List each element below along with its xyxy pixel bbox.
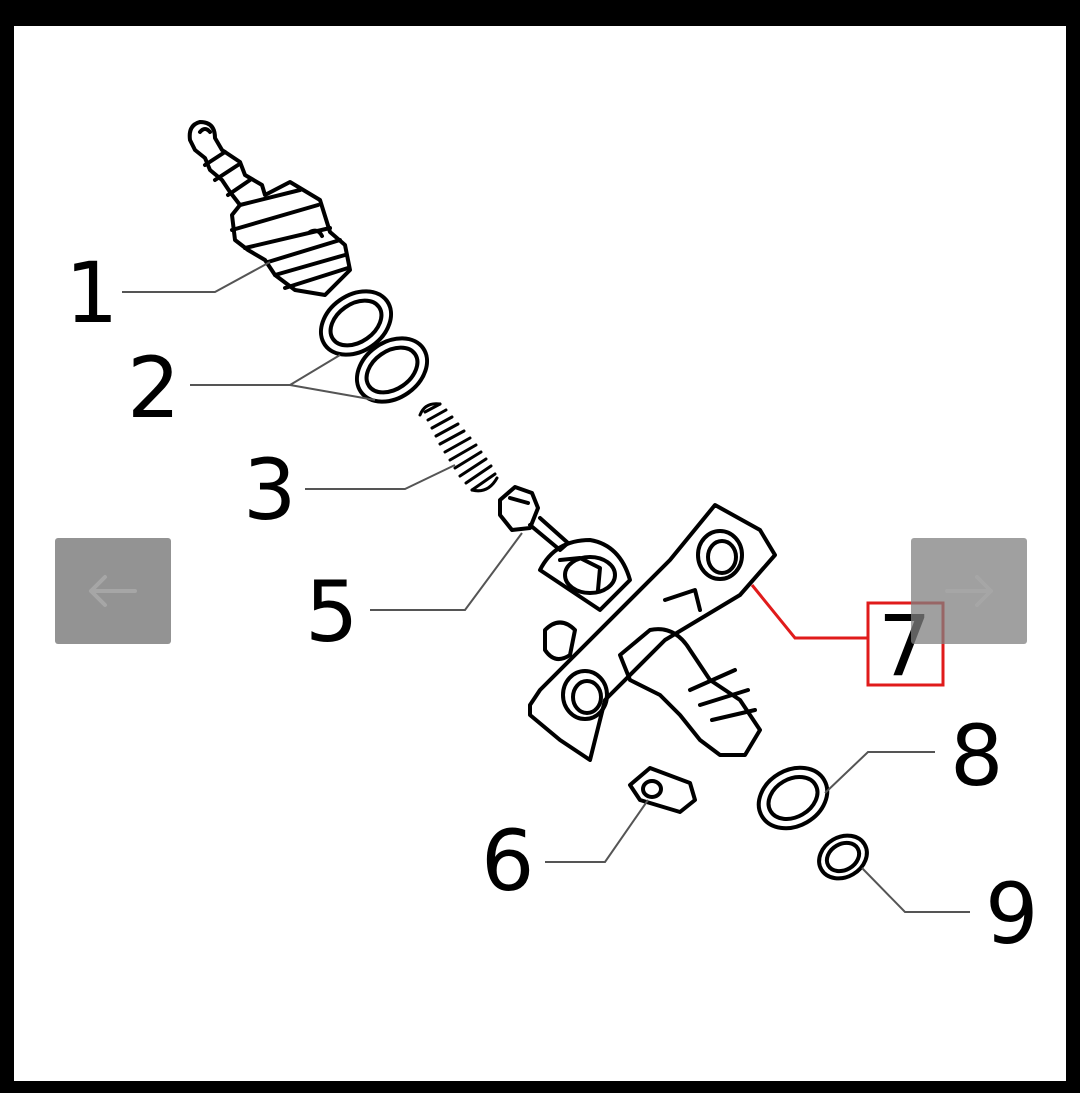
part-3-spring [418,402,499,493]
diagram-canvas [14,26,1066,1081]
callout-5: 5 [305,563,358,661]
callout-8: 8 [950,707,1003,805]
part-7-valve-body [528,503,777,762]
leader-line-2a [190,354,341,386]
leader-line-8 [824,751,935,794]
leader-line-3 [305,464,456,490]
leader-lines [122,261,970,913]
callout-9: 9 [985,865,1038,963]
leader-line-2b [289,384,376,401]
leader-line-1 [122,261,271,293]
part-8-o-ring [756,765,830,831]
next-image-button[interactable] [911,538,1027,644]
callout-6: 6 [481,812,534,910]
part-2-o-rings [318,289,430,404]
leader-line-9 [861,867,970,913]
previous-image-button[interactable] [55,538,171,644]
part-5-valve-pin [498,485,570,552]
callout-7-highlight-box [866,601,945,687]
callout-3: 3 [243,441,296,539]
leader-line-6 [545,799,649,863]
part-6-nut [628,766,697,814]
part-1-hose-fitting [187,120,352,297]
callout-1: 1 [65,244,118,342]
arrow-left-icon [89,575,137,607]
leader-line-5 [370,532,523,611]
leader-line-7 [750,584,868,640]
part-9-o-ring [817,833,869,881]
arrow-right-icon [945,575,993,607]
callout-2: 2 [127,339,180,437]
